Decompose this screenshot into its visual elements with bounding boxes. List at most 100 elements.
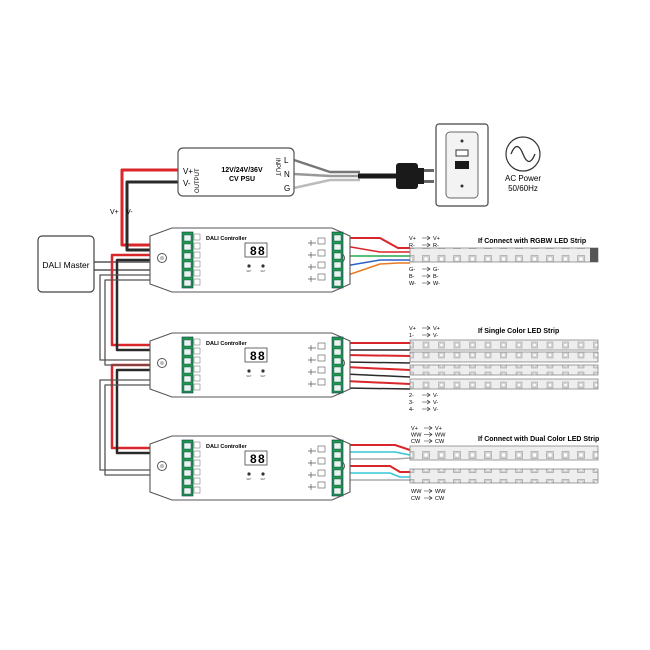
rgbw-strip-title: If Connect with RGBW LED Strip xyxy=(478,238,586,245)
terminal-screw xyxy=(183,375,192,383)
channel-mark xyxy=(308,472,316,478)
rgbw-led-strip xyxy=(409,247,599,263)
terminal-screw xyxy=(333,442,342,450)
segment-display xyxy=(244,242,268,258)
psu-vminus-label: V- xyxy=(183,179,191,188)
map-from-label: W- xyxy=(409,281,416,287)
single-led-strip-1 xyxy=(409,339,599,351)
ac-power-label: AC Power xyxy=(505,174,541,183)
terminal-screw xyxy=(333,243,342,251)
mount-hole-inner xyxy=(160,464,164,468)
terminal-screw xyxy=(183,243,192,251)
port-box xyxy=(193,374,201,382)
port-box xyxy=(193,278,201,286)
bus-vplus-label: V+ xyxy=(110,209,119,216)
terminal-screw xyxy=(333,384,342,392)
ac-freq-label: 50/60Hz xyxy=(508,184,538,193)
map-from-label: CW xyxy=(411,439,421,445)
output-terminal-block xyxy=(331,231,344,289)
rgbw-map-bottom: G-G-B-B-W-W- xyxy=(409,266,440,287)
arrow-icon xyxy=(422,406,431,412)
channel-mark xyxy=(308,357,316,363)
controller-title: DALI Controller xyxy=(206,236,247,242)
port-box xyxy=(193,338,201,346)
channel-mark xyxy=(308,460,316,466)
display-digit-2: 8 xyxy=(258,244,265,258)
terminal-screw xyxy=(333,348,342,356)
arrow-icon xyxy=(422,399,431,405)
port-box xyxy=(193,441,201,449)
dual-strip-title: If Connect with Dual Color LED Strip xyxy=(478,436,599,443)
port-box xyxy=(193,242,201,250)
channel-mark xyxy=(308,252,316,258)
channel-mark xyxy=(308,448,316,454)
terminal-screw xyxy=(333,487,342,495)
channel-box xyxy=(317,342,326,350)
channel-box xyxy=(317,445,326,453)
terminal-screw xyxy=(183,478,192,486)
port-box xyxy=(193,486,201,494)
controller-body xyxy=(149,332,351,398)
terminal-screw xyxy=(333,469,342,477)
set-button xyxy=(261,369,265,373)
display-digit-1: 8 xyxy=(250,349,257,363)
display-digit-1: 8 xyxy=(250,452,257,466)
arrow-icon xyxy=(422,280,431,286)
map-from-label: 3- xyxy=(409,400,414,406)
set-button xyxy=(247,369,251,373)
terminal-screw xyxy=(183,339,192,347)
display-digit-1: 8 xyxy=(250,244,257,258)
dali-master: DALI Master xyxy=(37,235,95,293)
map-from-label: CW xyxy=(411,496,421,502)
psu-g-label: G xyxy=(284,184,290,193)
terminal-screw xyxy=(183,366,192,374)
dali-master-label: DALI Master xyxy=(42,260,89,270)
map-to-label: V- xyxy=(433,407,438,413)
terminal-screw xyxy=(333,451,342,459)
port-box xyxy=(193,260,201,268)
terminal-screw xyxy=(183,442,192,450)
psu-l-label: L xyxy=(284,156,289,165)
map-to-label: CW xyxy=(435,439,445,445)
map-from-label: 4- xyxy=(409,407,414,413)
set-button xyxy=(261,264,265,268)
port-box xyxy=(193,459,201,467)
psu-line-wire xyxy=(293,158,360,174)
port-box xyxy=(193,251,201,259)
dual-led-strip-1 xyxy=(409,445,599,461)
terminal-screw xyxy=(183,460,192,468)
port-box xyxy=(193,233,201,241)
button-label: SET xyxy=(246,374,252,378)
button-label: SET xyxy=(246,477,252,481)
display-digit-2: 8 xyxy=(258,349,265,363)
terminal-screw xyxy=(183,252,192,260)
map-from-label: WW xyxy=(411,433,422,439)
terminal-screw xyxy=(183,279,192,287)
single-led-strip-3 xyxy=(409,364,599,376)
map-from-label: G- xyxy=(409,267,415,273)
arrow-icon xyxy=(422,242,431,248)
map-to-label: V+ xyxy=(433,326,440,332)
terminal-screw xyxy=(333,261,342,269)
psu-vplus-wire xyxy=(120,168,178,247)
terminal-screw xyxy=(183,487,192,495)
ac-power-icon: AC Power 50/60Hz xyxy=(505,136,541,193)
rgbw-map-top: V+V+R-R- xyxy=(409,235,440,249)
cv-psu: V+ V- OUTPUT 12V/24V/36V CV PSU INPUT L … xyxy=(177,147,295,197)
map-from-label: 1- xyxy=(409,333,414,339)
terminal-screw xyxy=(333,234,342,242)
set-button xyxy=(247,472,251,476)
arrow-icon xyxy=(422,235,431,241)
single-led-strip-4 xyxy=(409,378,599,390)
button-label: SET xyxy=(260,477,266,481)
mount-hole-inner xyxy=(160,256,164,260)
psu-n-label: N xyxy=(284,170,290,179)
button-label: SET xyxy=(260,374,266,378)
terminal-screw xyxy=(333,252,342,260)
map-from-label: WW xyxy=(411,489,422,495)
psu-vminus-wire xyxy=(125,180,178,252)
map-from-label: R- xyxy=(409,243,415,249)
set-button xyxy=(261,472,265,476)
terminal-screw xyxy=(183,357,192,365)
